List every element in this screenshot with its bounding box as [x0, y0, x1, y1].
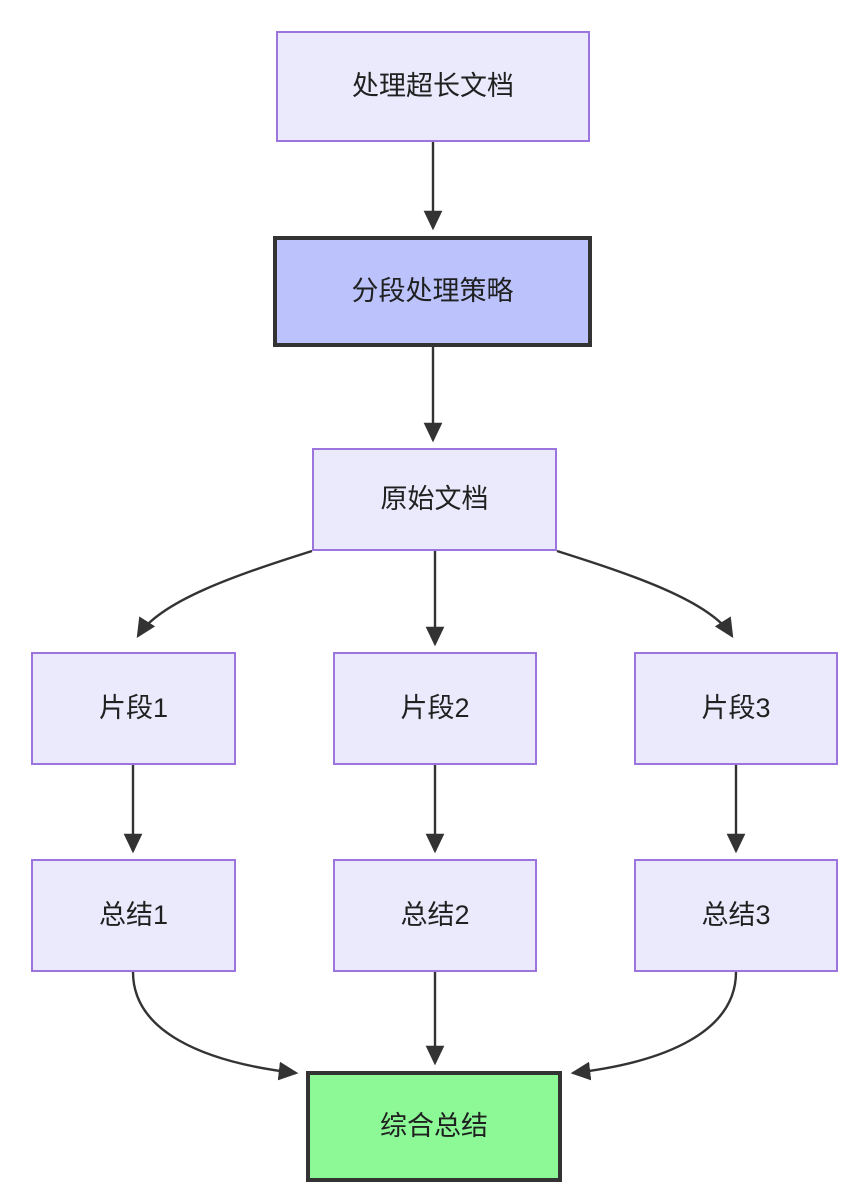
node-original-document[interactable]: 原始文档	[312, 448, 557, 551]
node-label: 片段1	[98, 693, 169, 724]
node-fragment-3[interactable]: 片段3	[634, 652, 838, 765]
node-label: 分段处理策略	[351, 276, 514, 307]
node-fragment-2[interactable]: 片段2	[333, 652, 537, 765]
node-label: 总结1	[98, 900, 169, 931]
node-summary-1[interactable]: 总结1	[31, 859, 236, 972]
node-label: 综合总结	[380, 1111, 488, 1142]
node-summary-2[interactable]: 总结2	[333, 859, 537, 972]
node-label: 片段2	[400, 693, 470, 724]
node-label: 原始文档	[380, 484, 489, 515]
node-segmented-processing-strategy[interactable]: 分段处理策略	[273, 236, 592, 347]
node-label: 总结3	[701, 900, 771, 931]
node-summary-3[interactable]: 总结3	[634, 859, 838, 972]
edge-source-to-frag1	[136, 549, 313, 639]
node-label: 总结2	[400, 900, 470, 931]
node-process-long-document[interactable]: 处理超长文档	[276, 31, 590, 142]
edge-sum3-to-final	[570, 971, 738, 1081]
edge-source-to-frag3	[556, 549, 734, 639]
node-comprehensive-summary[interactable]: 综合总结	[306, 1071, 562, 1182]
node-fragment-1[interactable]: 片段1	[31, 652, 236, 765]
edge-sum1-to-final	[131, 971, 299, 1081]
node-label: 处理超长文档	[352, 71, 514, 102]
node-label: 片段3	[701, 693, 771, 724]
